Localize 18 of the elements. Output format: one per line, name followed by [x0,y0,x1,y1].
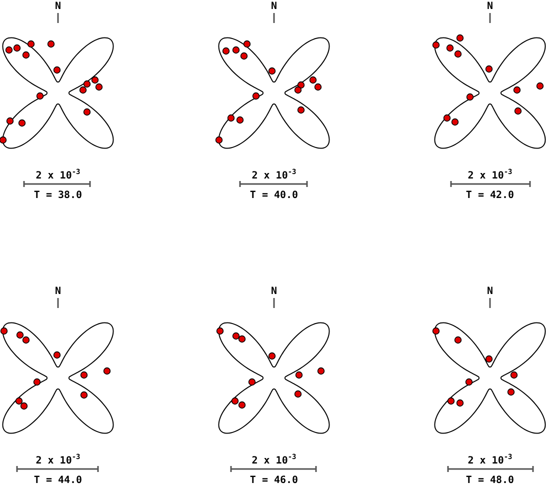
scale-label: 2 x 10$^{-3}$ [36,167,80,182]
north-label: N [54,286,62,298]
time-label: T = 42.0 [466,190,514,202]
time-label: T = 48.0 [466,475,514,487]
scale-label: 2 x 10$^{-3}$ [252,452,296,468]
scale-label: 2 x 10$^{-3}$ [468,452,512,468]
north-label: N [54,1,62,13]
time-label: T = 38.0 [34,190,82,202]
time-label: T = 40.0 [250,190,298,202]
scale-label: 2 x 10$^{-3}$ [252,167,296,182]
north-label: N [486,1,494,13]
north-label: N [270,1,278,13]
north-label: N [270,286,278,298]
time-label: T = 44.0 [34,475,82,487]
north-label: N [486,286,494,298]
scale-label: 2 x 10$^{-3}$ [468,167,512,182]
scale-label: 2 x 10$^{-3}$ [36,452,80,468]
time-label: T = 46.0 [250,475,298,487]
